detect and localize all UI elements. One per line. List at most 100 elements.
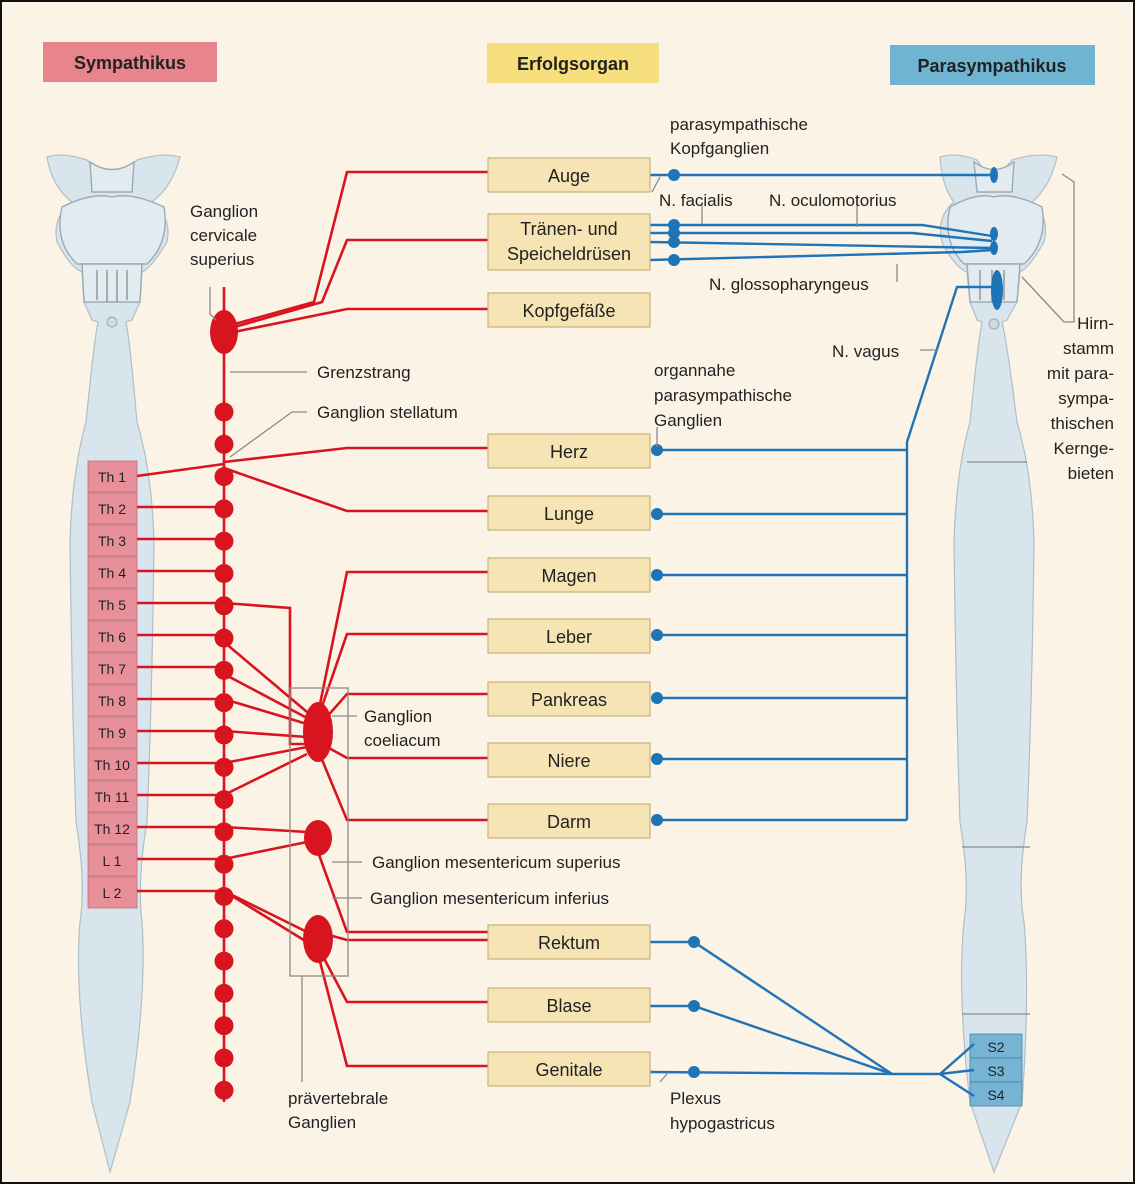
sacral-segment-label: S4	[987, 1087, 1004, 1103]
parasympathetic-ganglion	[651, 629, 663, 641]
spinal-segment: Th 8	[88, 685, 137, 716]
organ-box-herz: Herz	[488, 434, 650, 468]
spinal-segment: Th 3	[88, 525, 137, 556]
spinal-segment: Th 9	[88, 717, 137, 748]
label-organnahe-3: Ganglien	[654, 411, 722, 430]
label-plexus-1: Plexus	[670, 1089, 721, 1108]
organ-label-blase: Blase	[546, 996, 591, 1016]
spinal-segment-label: Th 9	[98, 725, 126, 741]
parasympathetic-ganglion	[651, 753, 663, 765]
organ-box-blase: Blase	[488, 988, 650, 1022]
label-ganglion-coeliacum-1: Ganglion	[364, 707, 432, 726]
spinal-segment-label: Th 1	[98, 469, 126, 485]
chain-ganglion	[215, 984, 234, 1003]
label-ganglion-mesentericum-superius: Ganglion mesentericum superius	[372, 853, 621, 872]
label-hirnstamm-1: Hirn-	[1077, 314, 1114, 333]
spinal-segment-label: Th 2	[98, 501, 126, 517]
chain-ganglion	[215, 629, 234, 648]
label-ganglion-cervicale-2: cervicale	[190, 226, 257, 245]
label-organnahe-1: organnahe	[654, 361, 735, 380]
organ-label-genitale: Genitale	[535, 1060, 602, 1080]
organ-box-leber: Leber	[488, 619, 650, 653]
organ-label-pankreas: Pankreas	[531, 690, 607, 710]
spinal-segment-label: Th 11	[95, 789, 130, 805]
label-hirnstamm-6: Kernge-	[1054, 439, 1114, 458]
chain-ganglion	[215, 499, 234, 518]
spinal-segment: Th 11	[88, 781, 137, 812]
organ-box-genitale: Genitale	[488, 1052, 650, 1086]
spinal-segment-label: Th 4	[98, 565, 126, 581]
header-parasympathetic: Parasympathikus	[890, 45, 1095, 85]
spinal-segment-label: Th 8	[98, 693, 126, 709]
header-organ-text: Erfolgsorgan	[517, 54, 629, 74]
label-ganglion-coeliacum-2: coeliacum	[364, 731, 441, 750]
parasympathetic-ganglion	[668, 169, 680, 181]
label-ganglion-mesentericum-inferius: Ganglion mesentericum inferius	[370, 889, 609, 908]
parasympathetic-ganglion	[688, 1066, 700, 1078]
label-kopfganglien-2: Kopfganglien	[670, 139, 769, 158]
header-organ: Erfolgsorgan	[487, 43, 659, 83]
chain-ganglion	[215, 532, 234, 551]
chain-ganglion	[215, 403, 234, 422]
label-hirnstamm-7: bieten	[1068, 464, 1114, 483]
label-n-vagus: N. vagus	[832, 342, 899, 361]
organ-label-kopfgefaesse: Kopfgefäße	[522, 301, 615, 321]
parasympathetic-ganglion	[688, 1000, 700, 1012]
organ-label-darm: Darm	[547, 812, 591, 832]
label-hirnstamm-2: stamm	[1063, 339, 1114, 358]
chain-ganglion	[215, 1049, 234, 1068]
organ-box-magen: Magen	[488, 558, 650, 592]
label-hirnstamm-5: thischen	[1051, 414, 1114, 433]
sacral-segment: S2	[970, 1034, 1022, 1058]
organ-label-rektum: Rektum	[538, 933, 600, 953]
spinal-segment-label: Th 5	[98, 597, 126, 613]
label-hirnstamm-3: mit para-	[1047, 364, 1114, 383]
label-plexus-2: hypogastricus	[670, 1114, 775, 1133]
spinal-segment: Th 5	[88, 589, 137, 620]
parasympathetic-ganglion	[651, 692, 663, 704]
parasympathetic-ganglion	[651, 814, 663, 826]
organ-label-auge: Auge	[548, 166, 590, 186]
organ-box-kopfgefaesse: Kopfgefäße	[488, 293, 650, 327]
right-spinal-cord: S2S3S4	[940, 155, 1057, 1172]
spinal-segment-label: Th 6	[98, 629, 126, 645]
label-n-oculomotorius: N. oculomotorius	[769, 191, 897, 210]
label-organnahe-2: parasympathische	[654, 386, 792, 405]
sacral-segment-label: S2	[987, 1039, 1004, 1055]
sacral-segment: S3	[970, 1058, 1022, 1082]
chain-ganglion	[215, 919, 234, 938]
spinal-segment: L 1	[88, 845, 137, 876]
spinal-segment: Th 2	[88, 493, 137, 524]
label-hirnstamm-4: sympa-	[1058, 389, 1114, 408]
spinal-segment: Th 6	[88, 621, 137, 652]
chain-ganglion	[215, 822, 234, 841]
spinal-segment: Th 1	[88, 461, 137, 492]
organ-box-auge: Auge	[488, 158, 650, 192]
spinal-segment: Th 12	[88, 813, 137, 844]
header-parasympathetic-text: Parasympathikus	[917, 56, 1066, 76]
parasympathetic-pathways	[650, 169, 992, 1096]
chain-ganglion	[215, 564, 234, 583]
spinal-segment-label: Th 3	[98, 533, 126, 549]
organ-label-niere: Niere	[547, 751, 590, 771]
organ-box-darm: Darm	[488, 804, 650, 838]
label-n-glossopharyngeus: N. glossopharyngeus	[709, 275, 869, 294]
organ-label-magen: Magen	[541, 566, 596, 586]
sacral-segment: S4	[970, 1082, 1022, 1106]
sacral-segment-label: S3	[987, 1063, 1004, 1079]
organ-label-leber: Leber	[546, 627, 592, 647]
organ-label-speicheldruesen: Speicheldrüsen	[507, 244, 631, 264]
organ-box-lunge: Lunge	[488, 496, 650, 530]
parasympathetic-ganglion	[651, 508, 663, 520]
spinal-segment: Th 7	[88, 653, 137, 684]
chain-ganglion	[215, 693, 234, 712]
spinal-segment-label: Th 12	[94, 821, 130, 837]
chain-ganglion	[215, 1016, 234, 1035]
spinal-segment: Th 4	[88, 557, 137, 588]
spinal-segment: Th 10	[88, 749, 137, 780]
spinal-segment: L 2	[88, 877, 137, 908]
chain-ganglion	[215, 952, 234, 971]
sympathetic-pathways	[137, 172, 488, 1102]
organ-box-traenen-speicheldruesen: Tränen- und Speicheldrüsen	[488, 214, 650, 270]
